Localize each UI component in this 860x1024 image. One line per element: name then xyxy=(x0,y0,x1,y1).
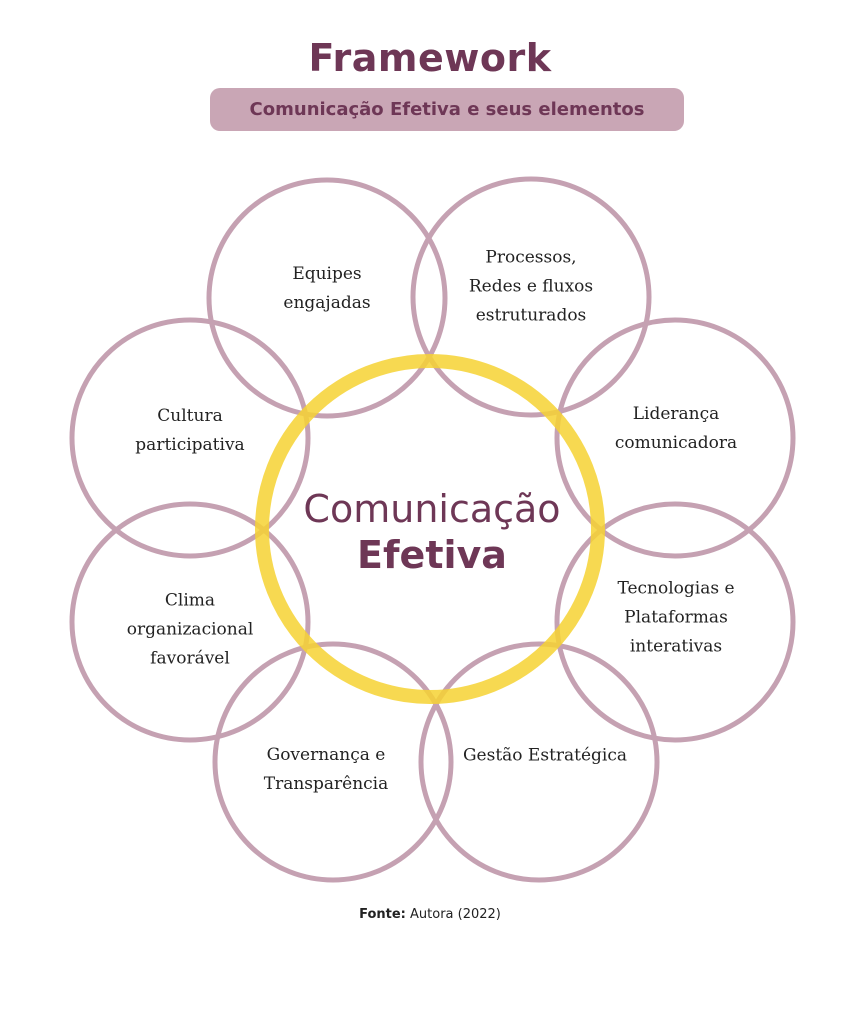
subtitle-banner: Comunicação Efetiva e seus elementos xyxy=(210,88,684,131)
ring-equipes xyxy=(206,177,448,419)
ring-lideranca xyxy=(554,317,796,559)
ring-gestao xyxy=(418,641,660,883)
ring-cultura xyxy=(69,317,311,559)
source-label: Fonte: xyxy=(359,907,406,922)
subtitle-text: Comunicação Efetiva e seus elementos xyxy=(249,99,645,120)
element-label-governanca: Governança e Transparência xyxy=(263,745,389,794)
element-label-equipes: Equipes engajadas xyxy=(283,264,371,313)
element-label-lideranca: Liderança comunicadora xyxy=(614,404,738,453)
ring-processos xyxy=(410,176,652,418)
element-label-tecnologias: Tecnologias e Plataformas interativas xyxy=(617,578,735,657)
element-label-gestao: Gestão Estratégica xyxy=(462,745,628,766)
center-label-line2: Efetiva xyxy=(357,533,507,577)
page-title: Framework xyxy=(308,36,552,80)
ring-governanca xyxy=(212,641,454,883)
center-label-line1: Comunicação xyxy=(303,487,561,531)
element-label-processos: Processos, Redes e fluxos estruturados xyxy=(468,247,594,326)
source-caption: Fonte: Autora (2022) xyxy=(0,907,860,922)
center-label: Comunicação Efetiva xyxy=(303,486,560,578)
ring-clima xyxy=(69,501,311,743)
element-label-cultura: Cultura participativa xyxy=(135,406,245,455)
element-label-clima: Clima organizacional favorável xyxy=(126,590,254,669)
source-text: Autora (2022) xyxy=(405,907,501,922)
ring-tecnologias xyxy=(554,501,796,743)
core-ring xyxy=(255,354,605,704)
